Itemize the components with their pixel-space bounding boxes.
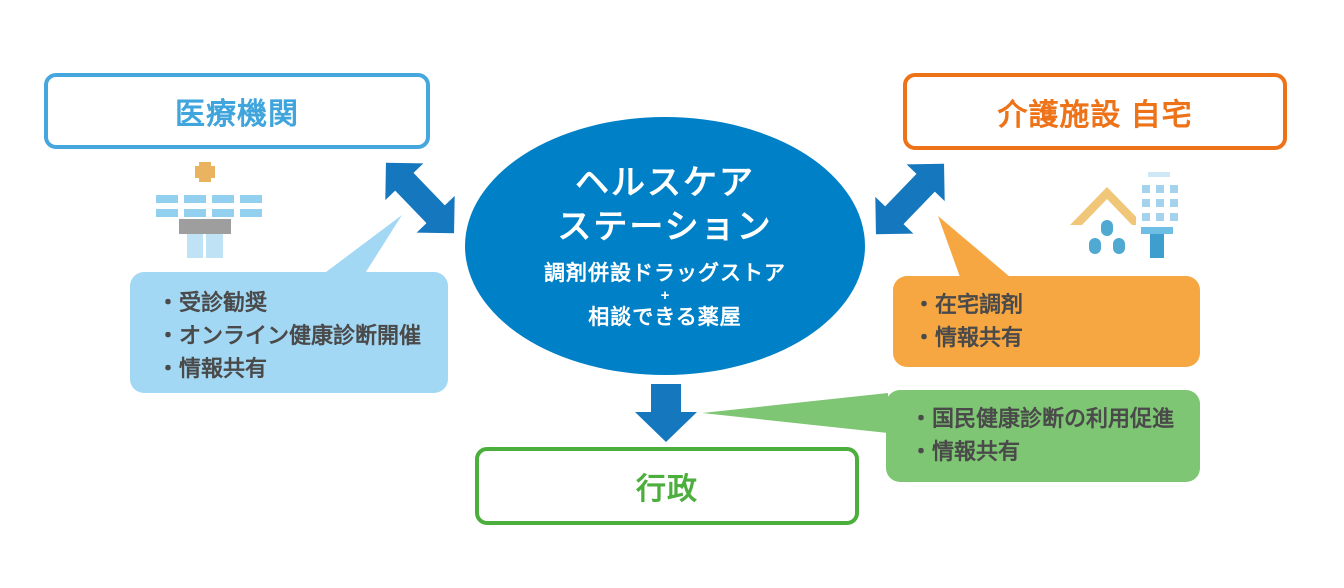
care-facility-home-label: 介護施設 自宅: [997, 98, 1193, 132]
medical-callout-line: ・情報共有: [157, 356, 268, 381]
medical-callout: ・受診勧奨 ・オンライン健康診断開催 ・情報共有: [130, 272, 448, 393]
government-callout: ・国民健康診断の利用促進 ・情報共有: [886, 390, 1200, 482]
government-callout-pointer: [698, 391, 890, 435]
care-callout: ・在宅調剤 ・情報共有: [893, 276, 1200, 367]
hub-subtitle-plus: +: [660, 287, 670, 304]
medical-institution-box: 医療機関: [44, 73, 430, 149]
government-callout-line: ・情報共有: [910, 439, 1021, 464]
care-callout-line: ・在宅調剤: [913, 292, 1024, 317]
hub-subtitle-line2: 相談できる薬屋: [588, 306, 742, 329]
care-facility-home-box: 介護施設 自宅: [903, 73, 1287, 150]
arrow-medical-hub-icon: [365, 143, 475, 254]
medical-callout-pointer: [318, 213, 406, 277]
care-callout-line: ・情報共有: [913, 325, 1024, 350]
government-label: 行政: [636, 473, 698, 506]
medical-callout-line: ・オンライン健康診断開催: [157, 323, 422, 348]
medical-callout-line: ・受診勧奨: [157, 290, 268, 315]
house-and-building-icons: [1070, 161, 1180, 258]
arrow-care-hub-icon: [855, 144, 965, 255]
care-callout-pointer: [934, 214, 1012, 279]
medical-institution-label: 医療機関: [175, 98, 299, 131]
arrow-hub-government-icon: [634, 384, 698, 443]
government-box: 行政: [475, 447, 859, 525]
hub-subtitle-line1: 調剤併設ドラッグストア: [544, 262, 786, 285]
hub-title-line1: ヘルスケア: [575, 164, 755, 202]
hub-title-line2: ステーション: [557, 208, 773, 246]
government-callout-line: ・国民健康診断の利用促進: [910, 406, 1175, 431]
healthcare-station-hub: ヘルスケア ステーション 調剤併設ドラッグストア + 相談できる薬屋: [465, 117, 865, 375]
hospital-icon: [146, 157, 264, 258]
